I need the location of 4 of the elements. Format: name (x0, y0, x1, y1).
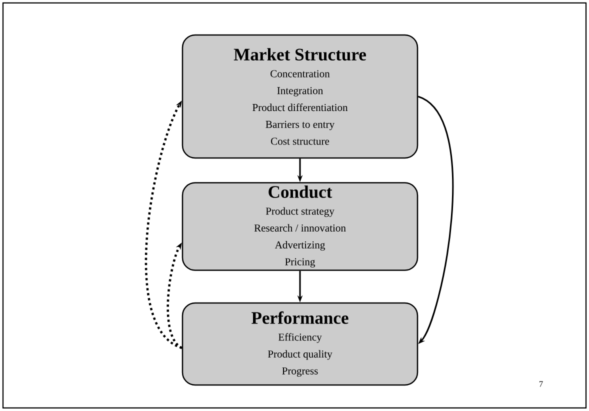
process-box: Conduct Product strategy Research / innovation Advertizing Pricing (182, 182, 418, 271)
process-box: Market Structure Concentration Integration Product differentiation Barriers to entry Cost structure (182, 34, 418, 159)
page-number: 7 (539, 381, 543, 387)
process-box: Performance Efficiency Product quality Progress (182, 302, 418, 386)
